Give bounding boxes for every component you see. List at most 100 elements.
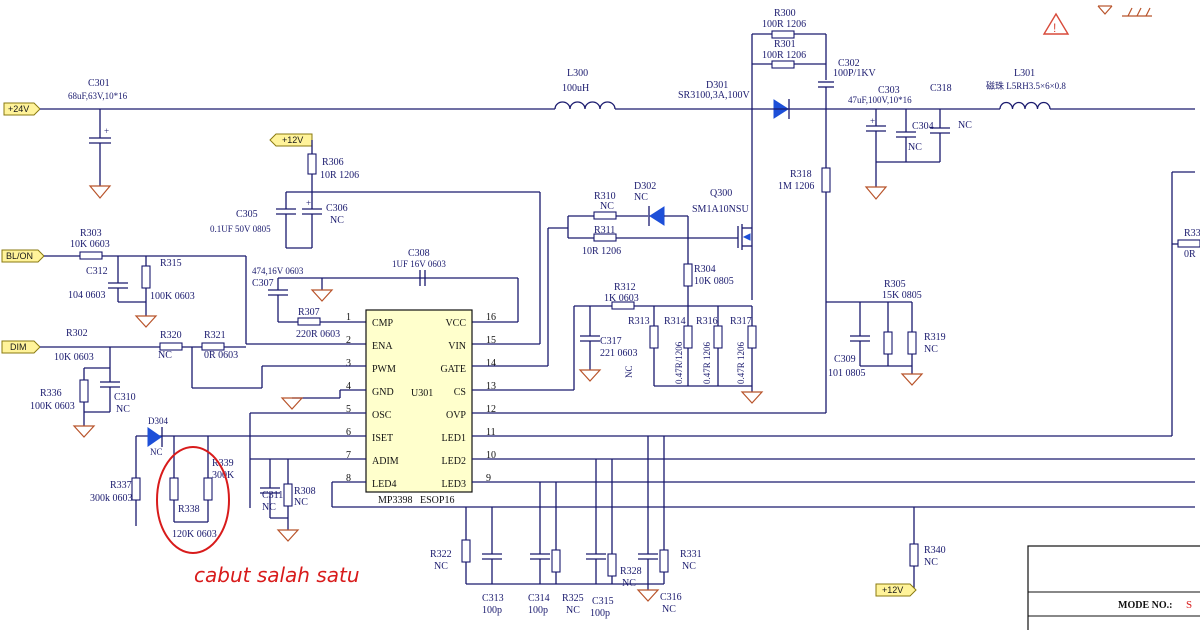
- chip-pin-cs: CS: [454, 387, 466, 398]
- net-label-12v-bottom[interactable]: [875, 583, 917, 597]
- vcc-network[interactable]: +12V R306 10R 1206 C305 0.1UF 50V 0805 +…: [210, 133, 541, 345]
- svg-text:C315: C315: [592, 596, 614, 607]
- svg-text:+12V: +12V: [882, 585, 903, 595]
- svg-text:NC: NC: [330, 215, 344, 226]
- svg-text:C304: C304: [912, 121, 934, 132]
- svg-text:C317: C317: [600, 336, 622, 347]
- resistor-r33-partial[interactable]: R33 0R: [1172, 228, 1200, 260]
- svg-text:NC: NC: [624, 365, 634, 378]
- svg-text:C311: C311: [262, 490, 283, 501]
- svg-text:474,16V 0603: 474,16V 0603: [252, 266, 304, 276]
- current-sense[interactable]: R312 1K 0603 C317 221 0603 R313 NC R314 …: [472, 282, 764, 404]
- chip-pin-number: 15: [486, 335, 496, 346]
- svg-text:L300: L300: [567, 68, 588, 79]
- r340-network[interactable]: R340 NC +12V: [875, 507, 946, 597]
- dim-input[interactable]: DIM R302 10K 0603 R320 NC R321 0R 0603 R…: [1, 328, 366, 438]
- chip-pin-number: 12: [486, 404, 496, 415]
- chip-pin-vin: VIN: [448, 341, 466, 352]
- svg-text:NC: NC: [294, 497, 308, 508]
- warning-icon: !: [1042, 12, 1070, 35]
- svg-text:R339: R339: [212, 458, 234, 469]
- chip-pin-number: 3: [346, 358, 351, 369]
- led-filter-network[interactable]: R322 NC C313 100p C314 100p R325 NC C315…: [430, 436, 702, 619]
- svg-text:NC: NC: [958, 120, 972, 131]
- bl-on-input[interactable]: BL/ON R303 10K 0603 C312 104 0603 R315 1…: [1, 228, 366, 345]
- svg-text:R307: R307: [298, 307, 320, 318]
- caps-c303-c304-c318[interactable]: C303 47uF,100V,10*16 C318 + C304 NC NC: [848, 83, 972, 200]
- svg-text:R322: R322: [430, 549, 452, 560]
- svg-text:R318: R318: [790, 169, 812, 180]
- svg-text:0R: 0R: [1184, 249, 1196, 260]
- gate-drive[interactable]: R310 NC D302 NC R311 10R 1206 Q300 SM1A1…: [472, 181, 752, 367]
- svg-text:0.47R 1206: 0.47R 1206: [736, 341, 746, 384]
- svg-text:100R 1206: 100R 1206: [762, 50, 806, 61]
- svg-text:R33: R33: [1184, 228, 1200, 239]
- net-label-24v[interactable]: [3, 102, 41, 116]
- chip-u301[interactable]: U301 MP3398 ESOP16: [365, 309, 473, 506]
- svg-text:C307: C307: [252, 278, 274, 289]
- svg-text:R337: R337: [110, 480, 132, 491]
- svg-text:NC: NC: [924, 344, 938, 355]
- net-label-dim[interactable]: [1, 340, 41, 354]
- svg-text:R315: R315: [160, 258, 182, 269]
- annotation-note: cabut salah satu: [194, 563, 360, 587]
- adim-network[interactable]: C311 NC R308 NC: [250, 458, 1195, 542]
- svg-text:300K: 300K: [212, 470, 235, 481]
- inductor-l301[interactable]: L301 磁珠 L5RH3.5×6×0.8: [986, 68, 1066, 110]
- snubber-r300-r301[interactable]: R300 100R 1206 R301 100R 1206: [751, 8, 827, 300]
- chip-pin-led3: LED3: [442, 479, 466, 490]
- rail-24v: +24V: [3, 102, 1195, 116]
- svg-text:100p: 100p: [590, 608, 610, 619]
- ground-icon: [134, 315, 158, 328]
- resistor-r318[interactable]: R318 1M 1206: [778, 167, 831, 413]
- svg-text:R321: R321: [204, 330, 226, 341]
- svg-text:R305: R305: [884, 279, 906, 290]
- chip-pin-number: 13: [486, 381, 496, 392]
- cap-c301[interactable]: C301 68uF,63V,10*16 +: [68, 78, 128, 199]
- net-label-bl-on[interactable]: [1, 249, 45, 263]
- comp-network[interactable]: 474,16V 0603 C307 R307 220R 0603 C308 1U…: [252, 248, 519, 340]
- svg-text:MP3398: MP3398: [378, 495, 412, 506]
- svg-text:D302: D302: [634, 181, 656, 192]
- svg-text:R314: R314: [664, 316, 686, 327]
- svg-text:NC: NC: [682, 561, 696, 572]
- svg-text:R302: R302: [66, 328, 88, 339]
- svg-text:120K 0603: 120K 0603: [172, 529, 217, 540]
- inductor-l300[interactable]: L300 100uH: [554, 68, 616, 110]
- iset-network[interactable]: D304 NC R337 300k 0603 R338 120K 0603 R3…: [90, 412, 366, 554]
- svg-text:+: +: [104, 126, 109, 136]
- ground-icon: [900, 373, 924, 386]
- ground-icon: [72, 425, 96, 438]
- svg-text:220R 0603: 220R 0603: [296, 329, 340, 340]
- svg-text:ESOP16: ESOP16: [420, 495, 454, 506]
- chip-pin-number: 4: [346, 381, 351, 392]
- svg-text:R317: R317: [730, 316, 752, 327]
- svg-text:221 0603: 221 0603: [600, 348, 638, 359]
- svg-text:R310: R310: [594, 191, 616, 202]
- ovp-network[interactable]: R305 15K 0805 C309 101 0805 R319 NC: [472, 279, 946, 414]
- chip-pins: CMP1ENA2PWM3GND4OSC5ISET6ADIM7LED48VCC16…: [346, 312, 496, 490]
- svg-text:NC: NC: [662, 604, 676, 615]
- svg-text:R303: R303: [80, 228, 102, 239]
- svg-text:R313: R313: [628, 316, 650, 327]
- ground-icon: [740, 391, 764, 404]
- svg-text:R325: R325: [562, 593, 584, 604]
- chip-pin-led2: LED2: [442, 456, 466, 467]
- svg-text:47uF,100V,10*16: 47uF,100V,10*16: [848, 95, 912, 105]
- svg-text:磁珠 L5RH3.5×6×0.8: 磁珠 L5RH3.5×6×0.8: [986, 80, 1066, 91]
- svg-text:10K 0603: 10K 0603: [70, 239, 110, 250]
- svg-text:R312: R312: [614, 282, 636, 293]
- chip-pin-led1: LED1: [442, 433, 466, 444]
- cap-c302[interactable]: C302 100P/1KV: [818, 58, 877, 168]
- chip-pin-gate: GATE: [440, 364, 466, 375]
- svg-text:R320: R320: [160, 330, 182, 341]
- svg-text:Q300: Q300: [710, 188, 732, 199]
- svg-text:NC: NC: [566, 605, 580, 616]
- svg-text:D304: D304: [148, 416, 168, 426]
- diode-d301[interactable]: D301 SR3100,3A,100V: [678, 80, 790, 119]
- chip-pin-cmp: CMP: [372, 318, 394, 329]
- svg-text:15K 0805: 15K 0805: [882, 290, 922, 301]
- svg-text:R328: R328: [620, 566, 642, 577]
- svg-text:C313: C313: [482, 593, 504, 604]
